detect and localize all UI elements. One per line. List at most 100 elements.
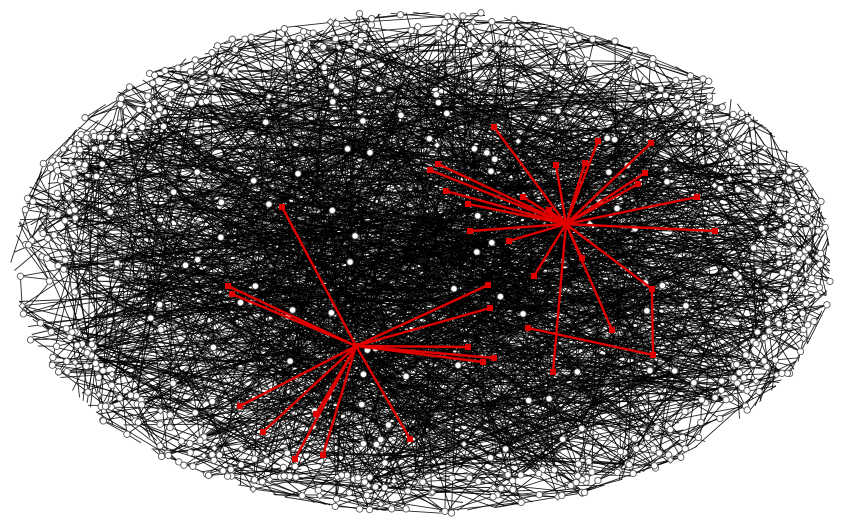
highlighted-edge [565,222,716,233]
graph-edge [690,134,697,202]
graph-edge [165,223,168,233]
graph-node-circle [682,302,690,310]
graph-node-circle [575,34,583,42]
graph-edge [430,180,446,415]
graph-node-circle [781,298,789,307]
graph-edge [336,15,448,25]
graph-edge [410,278,426,320]
graph-edge [171,208,629,265]
graph-edge [456,121,531,401]
graph-edge [515,88,554,143]
graph-edge [439,144,482,300]
graph-edge [98,190,431,471]
graph-edge [109,286,121,338]
graph-edge [619,63,649,96]
graph-edge [223,86,280,170]
graph-edge [534,417,656,469]
graph-node-diamond [71,358,79,367]
graph-edge [317,257,649,347]
graph-node-circle [355,505,364,513]
graph-edge [136,60,321,373]
graph-edge [120,329,162,376]
graph-edge [367,213,596,261]
graph-edge [535,262,553,368]
highlighted-edge [437,162,567,226]
graph-node-circle [730,374,738,382]
graph-edge [493,116,593,230]
graph-edge [200,431,271,441]
graph-node-circle [559,435,567,443]
graph-edge [542,245,716,430]
graph-edge [212,45,220,82]
graph-node-circle [486,454,495,462]
graph-edge [343,154,681,163]
graph-node-circle [799,325,808,334]
graph-node-circle [706,103,715,111]
graph-node-circle [673,93,682,101]
graph-node-circle [36,319,45,327]
highlighted-node [550,369,556,375]
graph-edge [221,146,381,456]
graph-edge [347,499,392,510]
graph-node-circle [722,133,730,141]
graph-node-circle [16,272,25,280]
highlighted-hub-node [650,352,656,358]
graph-node-circle [48,361,57,369]
graph-edge [669,411,686,430]
graph-node-circle [329,98,337,106]
graph-node-diamond [376,500,385,508]
graph-node-circle [286,357,294,365]
graph-node-circle [331,502,339,511]
graph-edge [366,88,486,451]
graph-edge [350,219,772,269]
graph-edge [240,299,604,304]
graph-edge [530,139,534,362]
highlighted-nodes [225,124,718,462]
graph-node-circle [630,58,638,66]
graph-node-circle [174,64,182,72]
graph-edge [649,370,696,401]
graph-edge [479,152,572,170]
graph-edge [711,183,819,232]
graph-node-diamond [156,406,165,415]
graph-node-circle [733,360,741,369]
graph-edge [242,82,284,211]
highlighted-node [229,291,235,297]
graph-edge [193,169,414,276]
graph-edge [241,408,591,450]
graph-node-circle [785,175,793,183]
graph-node-circle [677,453,685,461]
highlighted-edge [527,326,654,357]
graph-edge [583,94,628,212]
graph-edge [499,84,531,96]
graph-node-circle [188,100,196,108]
graph-edge [390,12,492,23]
graph-edge [240,302,262,328]
graph-edge [103,338,344,400]
graph-edge [369,101,575,155]
graph-edge [373,251,676,263]
graph-node-diamond [315,491,324,500]
graph-edge [141,170,611,408]
graph-node-circle [470,145,479,153]
graph-edge [632,460,668,474]
graph-node-diamond [333,473,341,482]
graph-edge [614,105,646,289]
graph-node-circle [452,19,460,27]
graph-edge [437,95,716,196]
graph-node-circle [509,485,517,494]
graph-node-circle [589,35,597,43]
graph-edge [300,372,365,423]
graph-edge [623,409,665,453]
graph-node-circle [70,145,78,154]
graph-node-circle [115,119,124,127]
graph-edge [736,383,740,419]
graph-node-circle [681,407,689,416]
graph-node-circle [194,255,202,264]
graph-node-circle [695,114,704,123]
graph-edge [496,317,679,403]
highlighted-node [648,140,654,146]
graph-edge [156,224,366,285]
graph-edge [513,19,789,274]
